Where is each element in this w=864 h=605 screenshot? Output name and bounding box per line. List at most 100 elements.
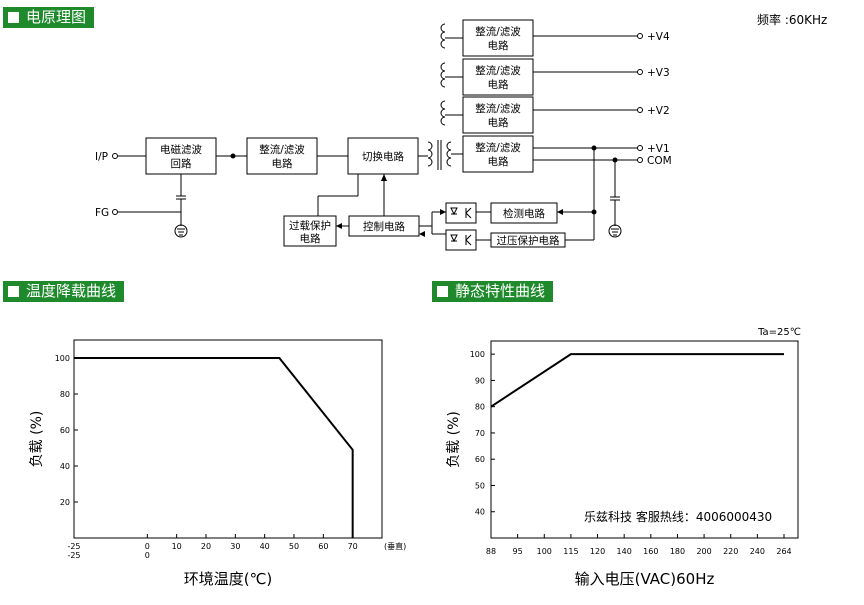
control-box bbox=[348, 215, 420, 237]
static-title: 静态特性曲线 bbox=[455, 282, 546, 300]
emi-filter-label-2: 回路 bbox=[171, 157, 192, 170]
output-rectifier-label-1: 整流/滤波 bbox=[475, 102, 521, 115]
header-square-icon bbox=[437, 286, 448, 297]
input-rectifier-label-2: 电路 bbox=[272, 157, 293, 170]
derating-header: 温度降载曲线 bbox=[3, 281, 125, 302]
static-line bbox=[490, 353, 784, 408]
x-axis-label: 环境温度(℃) bbox=[184, 570, 273, 588]
hotline-text: 乐兹科技 客服热线：4006000430 bbox=[584, 509, 772, 524]
ovp-label: 过压保护电路 bbox=[497, 234, 560, 247]
y-tick-label: 20 bbox=[60, 498, 70, 507]
detection-box bbox=[490, 202, 558, 224]
y-tick-label: 100 bbox=[55, 354, 70, 363]
fg-label: FG bbox=[95, 207, 109, 219]
y-tick-label: 70 bbox=[475, 429, 485, 438]
x-tick-label: 95 bbox=[513, 547, 523, 556]
x-tick-label: 70 bbox=[348, 542, 358, 551]
input-label: I/P bbox=[95, 151, 108, 163]
y-tick-label: 80 bbox=[60, 390, 70, 399]
output-label-v1: +V1 bbox=[647, 143, 670, 155]
switching-label: 切换电路 bbox=[362, 150, 404, 163]
terminal-v2 bbox=[637, 107, 643, 113]
x-tick-label: 200 bbox=[696, 547, 711, 556]
frequency-note: 频率 :60KHz bbox=[757, 13, 828, 27]
y-tick-label: 90 bbox=[475, 376, 485, 385]
y-tick-label: 100 bbox=[470, 350, 485, 359]
y-tick-label: 60 bbox=[60, 426, 70, 435]
terminal-v3 bbox=[637, 69, 643, 75]
x-tick-label: 220 bbox=[723, 547, 738, 556]
derating-title: 温度降载曲线 bbox=[26, 282, 117, 300]
y-tick-label: 50 bbox=[475, 481, 485, 490]
output-box-v3 bbox=[462, 58, 534, 96]
optocoupler-2 bbox=[445, 229, 477, 251]
input-rectifier-label-1: 整流/滤波 bbox=[259, 143, 305, 156]
derating-line bbox=[74, 357, 354, 538]
static-header: 静态特性曲线 bbox=[432, 281, 554, 302]
y-axis-label: 负载 (%) bbox=[29, 411, 45, 468]
output-label-v2: +V2 bbox=[647, 105, 670, 117]
x-tick-label: 115 bbox=[563, 547, 578, 556]
terminal-v4 bbox=[637, 33, 643, 39]
y-tick-label: 80 bbox=[475, 403, 485, 412]
x-tick-label: 40 bbox=[260, 542, 270, 551]
header-square-icon bbox=[8, 12, 19, 23]
output-box-v1 bbox=[462, 135, 534, 173]
overload-label-2: 电路 bbox=[300, 232, 321, 245]
ovp-box bbox=[490, 232, 566, 248]
x-tick-label-second-row: -25 bbox=[67, 551, 80, 560]
x-tick-label: 0 bbox=[145, 542, 150, 551]
plot-frame bbox=[73, 339, 383, 539]
control-label: 控制电路 bbox=[363, 220, 405, 233]
x-axis-label: 输入电压(VAC)60Hz bbox=[575, 570, 715, 588]
x-tick-label: 180 bbox=[670, 547, 685, 556]
block-diagram-title: 电原理图 bbox=[26, 8, 87, 26]
optocoupler-1 bbox=[445, 202, 477, 224]
y-axis-label: 负载 (%) bbox=[446, 411, 462, 468]
output-rectifier-label-1: 整流/滤波 bbox=[475, 25, 521, 38]
y-tick-label: 40 bbox=[475, 508, 485, 517]
x-tick-label: 10 bbox=[172, 542, 182, 551]
x-tick-label: 100 bbox=[537, 547, 552, 556]
x-tick-label: 60 bbox=[318, 542, 328, 551]
output-rectifier-label-1: 整流/滤波 bbox=[475, 141, 521, 154]
detection-label: 检测电路 bbox=[503, 207, 545, 220]
x-tick-label: 240 bbox=[750, 547, 765, 556]
output-rectifier-label-2: 电路 bbox=[488, 39, 509, 52]
emi-filter-label-1: 电磁滤波 bbox=[160, 143, 202, 156]
output-label-v4: +V4 bbox=[647, 31, 670, 43]
output-label-v3: +V3 bbox=[647, 67, 670, 79]
x-axis-note: (垂直) bbox=[384, 541, 406, 551]
output-rectifier-label-2: 电路 bbox=[488, 78, 509, 91]
overload-label-1: 过载保护 bbox=[289, 219, 331, 232]
emi-filter-box bbox=[145, 137, 217, 175]
x-tick-label: 120 bbox=[590, 547, 605, 556]
header-square-icon bbox=[8, 286, 19, 297]
x-tick-label: 140 bbox=[617, 547, 632, 556]
x-tick-label: 30 bbox=[230, 542, 240, 551]
output-rectifier-label-2: 电路 bbox=[488, 116, 509, 129]
terminal-v1 bbox=[637, 145, 643, 151]
output-label-com: COM bbox=[647, 155, 672, 167]
x-tick-label: 20 bbox=[201, 542, 211, 551]
block-diagram-header: 电原理图 bbox=[3, 7, 95, 28]
output-box-v2 bbox=[462, 96, 534, 134]
x-tick-label: -25 bbox=[67, 542, 80, 551]
input-rectifier-box bbox=[246, 137, 318, 175]
temperature-annotation: Ta=25℃ bbox=[757, 327, 801, 338]
fg-terminal bbox=[112, 209, 118, 215]
output-box-v4 bbox=[462, 19, 534, 57]
output-rectifier-label-1: 整流/滤波 bbox=[475, 64, 521, 77]
switching-box bbox=[347, 137, 419, 175]
x-tick-label: 88 bbox=[486, 547, 496, 556]
y-tick-label: 60 bbox=[475, 455, 485, 464]
y-tick-label: 40 bbox=[60, 462, 70, 471]
x-tick-label-second-row: 0 bbox=[145, 551, 150, 560]
plot-frame bbox=[490, 340, 799, 539]
x-tick-label: 50 bbox=[289, 542, 299, 551]
output-rectifier-label-2: 电路 bbox=[488, 155, 509, 168]
x-tick-label: 264 bbox=[776, 547, 791, 556]
